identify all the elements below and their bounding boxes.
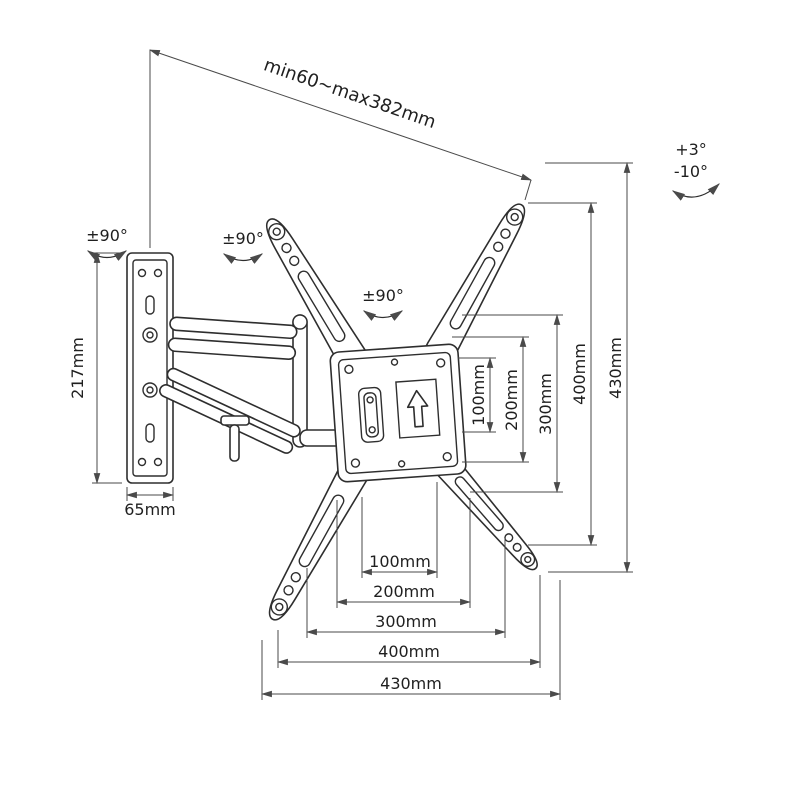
h-dim-label-400: 400mm <box>378 642 440 661</box>
v-dim-label-100: 100mm <box>469 364 488 426</box>
slot-hole <box>366 396 374 404</box>
tilt-arc <box>671 183 720 201</box>
swivel-arc-plate <box>362 310 404 321</box>
articulating-arm <box>159 314 345 462</box>
h-dim-label-300: 300mm <box>375 612 437 631</box>
motion-arcs <box>86 183 720 321</box>
dim-line-extension <box>148 49 533 181</box>
swivel-label-plate: ±90° <box>362 286 404 305</box>
tilt-up-label: +3° <box>675 140 707 159</box>
mount-slot <box>145 295 155 315</box>
h-dim-label-430: 430mm <box>380 674 442 693</box>
arm-link-bar <box>167 337 297 361</box>
swivel-arc-wall <box>86 250 128 261</box>
mount-hole <box>153 268 163 278</box>
mount-hole <box>137 457 147 467</box>
mount-slot <box>145 423 155 443</box>
wall-plate-inner <box>132 259 168 477</box>
plate-height-label: 217mm <box>68 337 87 399</box>
swivel-label-arm: ±90° <box>222 229 264 248</box>
arm-link-bar <box>169 316 298 340</box>
extension-dim-label: min60~max382mm <box>261 54 439 133</box>
center-slot-inner <box>363 392 380 438</box>
vesa-hole <box>350 458 361 468</box>
v-dim-label-400: 400mm <box>570 343 589 405</box>
mount-hole <box>153 457 163 467</box>
hinge-ring-hole <box>146 386 154 394</box>
wall-plate <box>126 252 174 484</box>
vesa-hole <box>390 358 399 366</box>
vesa-plate <box>329 343 467 483</box>
mount-hole <box>137 268 147 278</box>
tilt-down-label: -10° <box>674 162 708 181</box>
elbow-cap <box>292 314 308 330</box>
upper-arm-links <box>167 316 298 361</box>
h-dim-label-100: 100mm <box>369 552 431 571</box>
h-dim-label-200: 200mm <box>373 582 435 601</box>
arm-link-bar <box>166 367 301 438</box>
up-arrow-icon <box>406 389 429 428</box>
adjust-knob-pin <box>229 424 240 462</box>
vesa-arm-top-right <box>421 196 536 369</box>
slot-hole <box>368 426 376 434</box>
v-dim-label-430: 430mm <box>606 337 625 399</box>
v-dim-label-200: 200mm <box>502 369 521 431</box>
plate-width-label: 65mm <box>124 500 176 519</box>
vesa-hole <box>435 358 446 368</box>
swivel-label-wall: ±90° <box>86 226 128 245</box>
dimension-lines <box>93 49 631 698</box>
vesa-hole <box>397 460 406 468</box>
vesa-hole <box>442 451 452 462</box>
v-dim-label-300: 300mm <box>536 373 555 435</box>
swivel-arc-arm <box>222 253 264 264</box>
vesa-hole <box>344 364 354 375</box>
hinge-ring-hole <box>146 331 154 339</box>
adjust-knob-handle <box>220 415 250 426</box>
